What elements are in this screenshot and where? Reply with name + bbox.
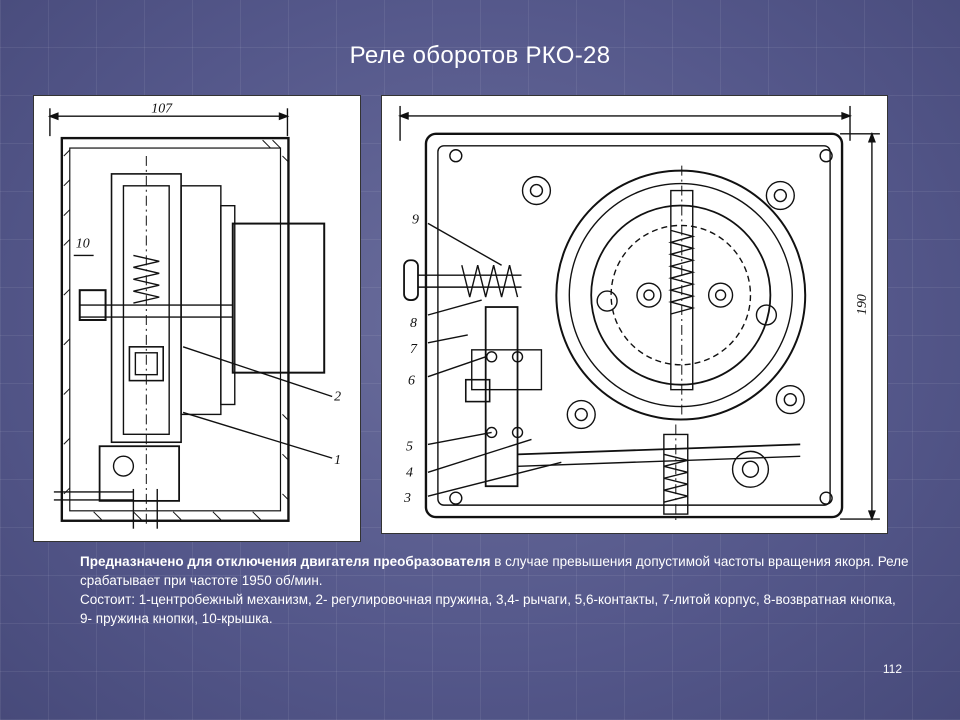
side-dimension-label: 107 bbox=[151, 101, 173, 116]
description-lead: Предназначено для отключения двигателя п… bbox=[80, 552, 910, 590]
description-composition: Состоит: 1-центробежный механизм, 2- рег… bbox=[80, 592, 896, 626]
callout-2: 2 bbox=[334, 389, 341, 404]
front-view-svg: 190 9 8 7 6 5 4 3 bbox=[398, 105, 880, 525]
callout-8: 8 bbox=[410, 316, 417, 331]
callout-10: 10 bbox=[76, 236, 90, 251]
description-lead-rest: в случае превышения допустимой частоты в… bbox=[80, 554, 909, 588]
callout-1: 1 bbox=[334, 453, 341, 468]
side-section-svg: 107 10 2 1 bbox=[47, 101, 341, 529]
callout-9: 9 bbox=[412, 212, 419, 227]
callout-3: 3 bbox=[403, 491, 411, 506]
description-lead-bold: Предназначено для отключения двигателя п… bbox=[80, 554, 491, 569]
callout-4: 4 bbox=[406, 465, 413, 480]
page-number: 112 bbox=[882, 662, 902, 676]
slide-title: Реле оборотов РКО-28 bbox=[349, 42, 611, 69]
front-view-drawing: 190 9 8 7 6 5 4 3 bbox=[381, 95, 888, 534]
front-dimension-label: 190 bbox=[855, 294, 870, 315]
callout-7: 7 bbox=[410, 342, 418, 357]
callout-5: 5 bbox=[406, 439, 413, 454]
description-text: Предназначено для отключения двигателя п… bbox=[80, 552, 910, 628]
side-section-drawing: 107 10 2 1 bbox=[33, 95, 361, 542]
callout-6: 6 bbox=[408, 374, 415, 389]
